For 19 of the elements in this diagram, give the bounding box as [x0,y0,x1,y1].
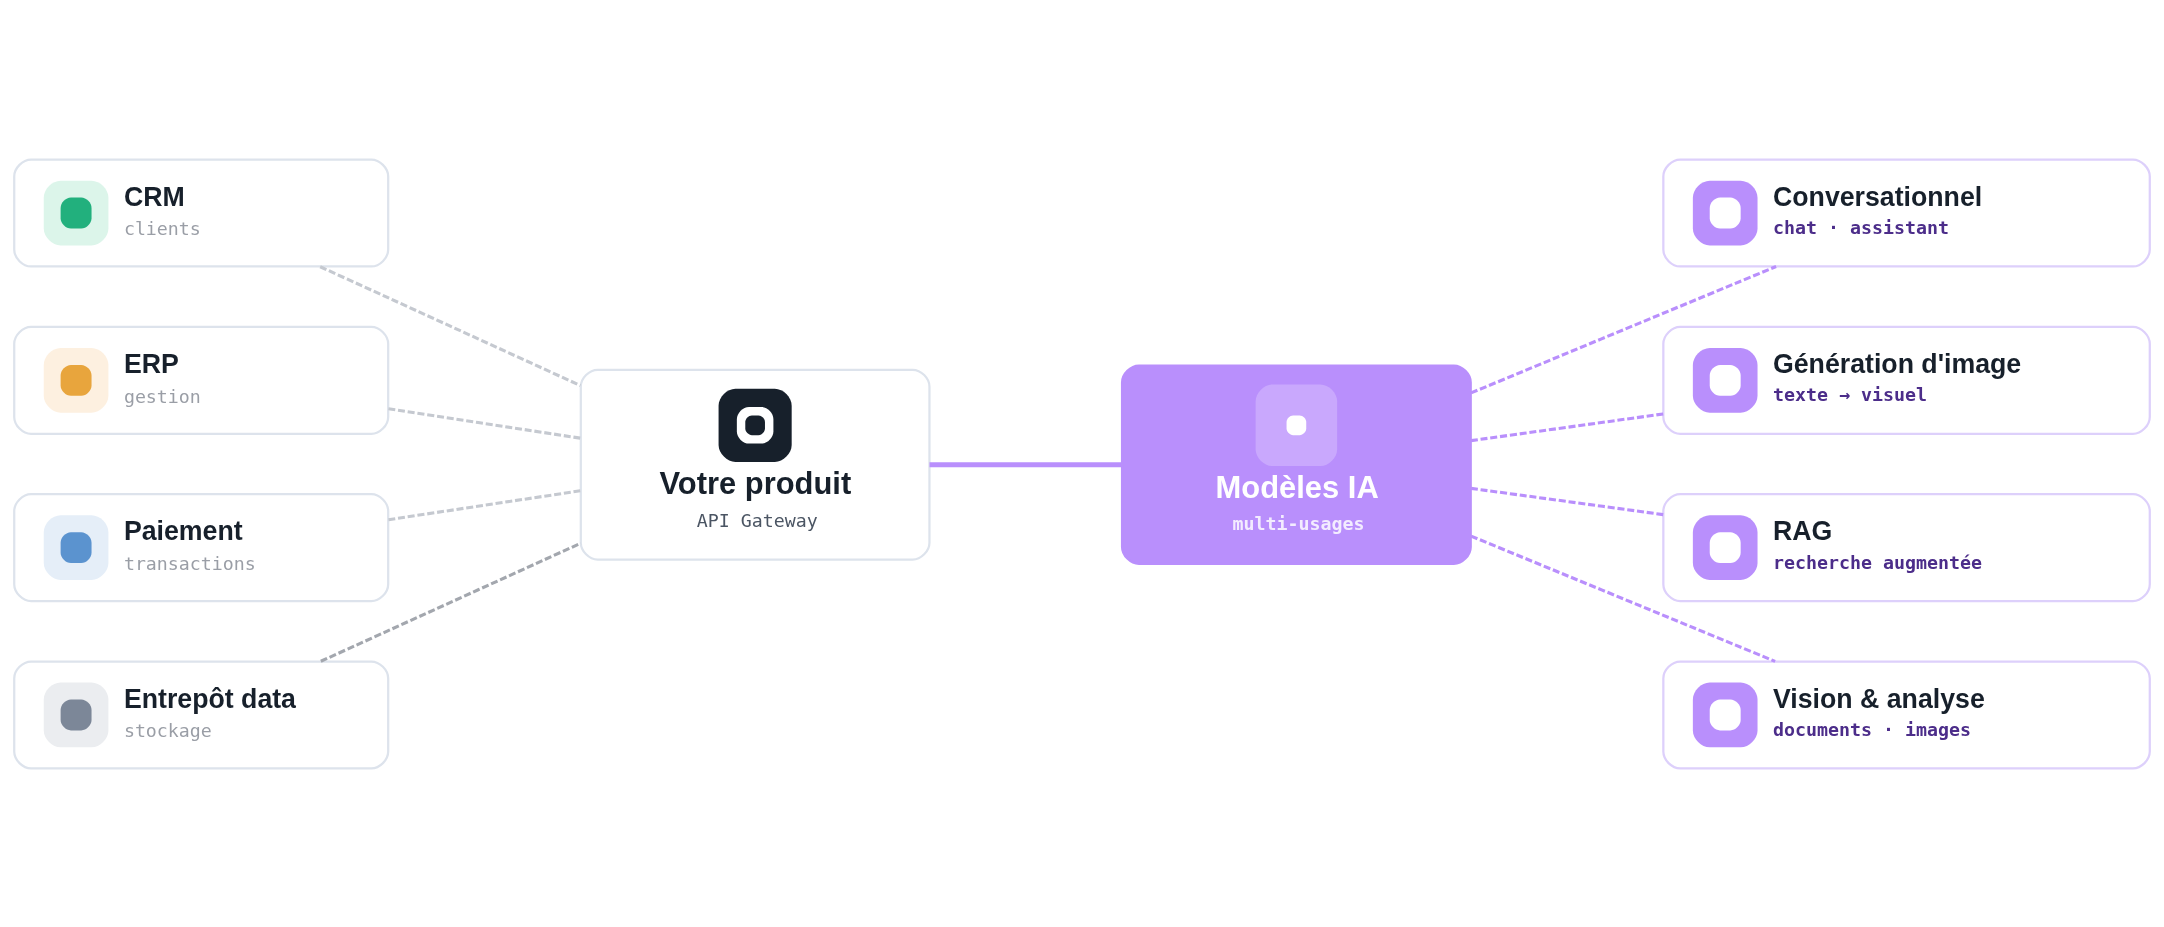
connector [388,488,581,521]
node-box: Paiement transactions [13,492,390,602]
connector [1470,486,1664,516]
node-box: ERP gestion [13,325,390,435]
connector [1470,264,1777,394]
connector [388,406,581,440]
node-box: Génération d'image texte → visuel [1662,325,2151,435]
node-box: Modèles IA multi-usages [1120,363,1472,565]
connector [929,461,1122,467]
connector [320,541,582,663]
connector [319,264,581,387]
node-box: RAG recherche augmentée [1662,492,2151,602]
node-box: Conversationnel chat · assistant [1662,158,2151,268]
node-box: Vision & analyse documents · images [1662,659,2151,769]
node-box: Entrepôt data stockage [13,659,390,769]
node-box: CRM clients [13,158,390,268]
node-box: Votre produit API Gateway [579,368,931,561]
connector [1470,411,1664,442]
connector [1470,534,1776,663]
